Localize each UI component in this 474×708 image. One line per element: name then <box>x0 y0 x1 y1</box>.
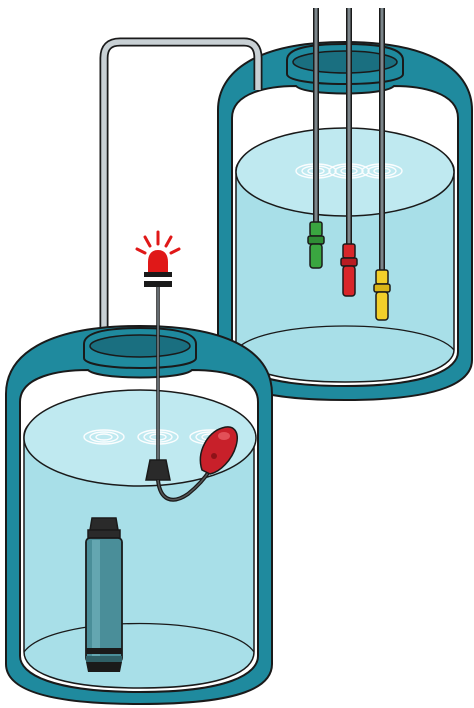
upper-tank <box>217 8 473 402</box>
submersible-pump-icon <box>85 517 123 672</box>
upper-tank-water-surface <box>235 127 455 217</box>
alarm-beacon-icon <box>135 230 181 287</box>
yellow-level-probe <box>373 269 391 321</box>
lower-tank <box>5 324 273 706</box>
discharge-pipe <box>99 37 263 520</box>
probe-cable-cores <box>314 8 384 272</box>
red-level-probe <box>340 243 358 297</box>
green-level-probe <box>307 221 325 269</box>
float-switch-icon <box>145 426 238 502</box>
lower-tank-water-surface <box>23 389 257 487</box>
